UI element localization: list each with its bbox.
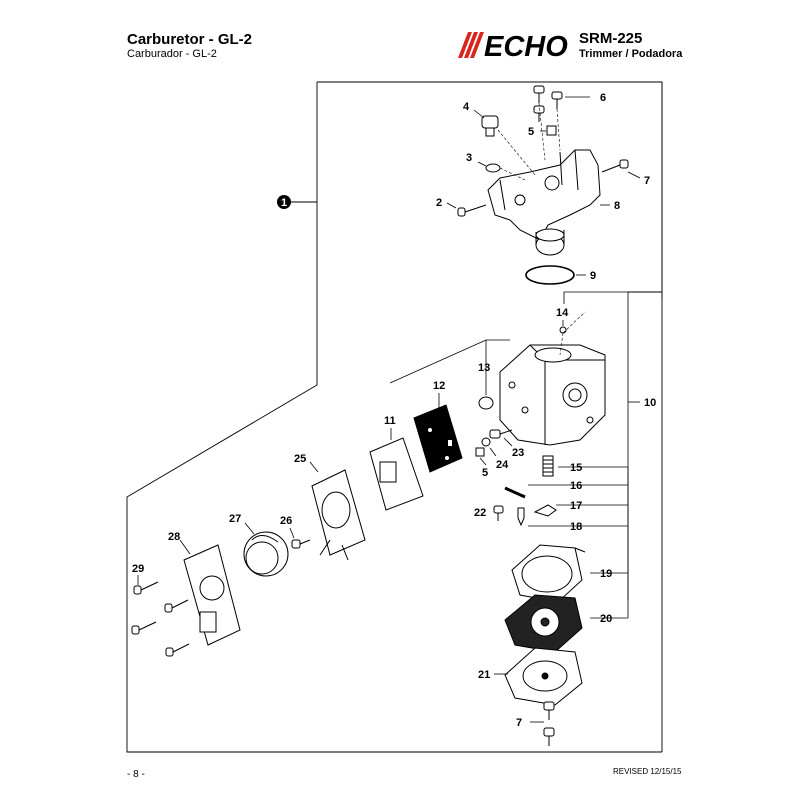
callout-1: 1: [281, 197, 287, 209]
callout-17: 17: [570, 500, 582, 512]
callout-7-top: 7: [644, 175, 650, 187]
part-15-spring: [542, 455, 554, 477]
revision-date: REVISED 12/15/15: [613, 767, 682, 776]
assembly-guide-lines: [497, 102, 586, 356]
part-20-diaphragm: [504, 594, 583, 653]
callout-4: 4: [463, 101, 470, 113]
part-4-knob: [481, 115, 499, 137]
part-25-pump-body: [311, 469, 366, 561]
callout-23: 23: [512, 447, 524, 459]
callout-24: 24: [496, 459, 509, 471]
part-19-gasket: [511, 544, 586, 603]
callout-19: 19: [600, 568, 612, 580]
callout-25: 25: [294, 453, 306, 465]
callout-28: 28: [168, 531, 180, 543]
callout-6: 6: [600, 92, 606, 104]
part-21-cover: [504, 647, 583, 706]
part-9-o-ring: [525, 265, 575, 285]
page-title: Carburetor - GL-2: [127, 31, 253, 48]
callout-8: 8: [614, 200, 620, 212]
logo-stripes-icon: [458, 32, 484, 58]
callout-15: 15: [570, 462, 582, 474]
callout-27: 27: [229, 513, 241, 525]
part-7-screw-top: [601, 159, 629, 173]
part-22-screw: [493, 505, 504, 521]
callout-7-bottom: 7: [516, 717, 522, 729]
part-2-screw: [457, 204, 487, 217]
part-6-screws: [533, 85, 563, 122]
part-28-cover-plate: [183, 544, 241, 646]
page-number: - 8 -: [127, 769, 145, 780]
echo-logo: ECHO: [458, 31, 568, 60]
callout-2: 2: [436, 197, 442, 209]
callout-3: 3: [466, 152, 472, 164]
part-29-screws: [131, 581, 190, 657]
assembly-outline-lower: [126, 82, 662, 753]
callout-10: 10: [644, 397, 656, 409]
part-14-ball: [559, 326, 567, 334]
part-5-plug-top: [546, 125, 557, 136]
callout-14: 14: [556, 307, 569, 319]
page-subtitle: Carburador - GL-2: [127, 48, 217, 60]
part-16-pin: [504, 486, 526, 499]
part-18-needle: [517, 507, 525, 527]
part-5-plug-lower: [475, 447, 485, 457]
part-3-clip: [485, 163, 501, 173]
part-13-plug: [478, 396, 494, 410]
model-subtitle: Trimmer / Podadora: [579, 48, 683, 60]
part-12-metering-gasket: [413, 404, 463, 473]
part-27-primer-bulb: [243, 531, 289, 577]
part-26-screw: [291, 539, 311, 549]
callout-20: 20: [600, 613, 612, 625]
callout-18: 18: [570, 521, 582, 533]
part-11-plate: [369, 437, 424, 511]
callout-1-badge: [277, 195, 291, 209]
callout-12: 12: [433, 380, 445, 392]
callout-11: 11: [384, 415, 396, 427]
part-10-carburetor-body: [499, 344, 606, 446]
assembly-outline: [317, 81, 663, 300]
callout-9: 9: [590, 270, 596, 282]
part-23-needle: [489, 429, 513, 439]
part-17-lever: [533, 504, 557, 517]
part-24-spring: [481, 437, 491, 447]
callout-13: 13: [478, 362, 490, 374]
callout-26: 26: [280, 515, 292, 527]
logo-text: ECHO: [484, 31, 568, 60]
callout-22: 22: [474, 507, 486, 519]
callout-29: 29: [132, 563, 144, 575]
part-8-upper-body: [487, 149, 601, 256]
callout-5-top: 5: [528, 126, 534, 138]
callout-16: 16: [570, 480, 582, 492]
part-7-screws-bottom: [543, 701, 555, 746]
model-name: SRM-225: [579, 30, 643, 47]
callout-5-lower: 5: [482, 467, 488, 479]
callout-21: 21: [478, 669, 490, 681]
